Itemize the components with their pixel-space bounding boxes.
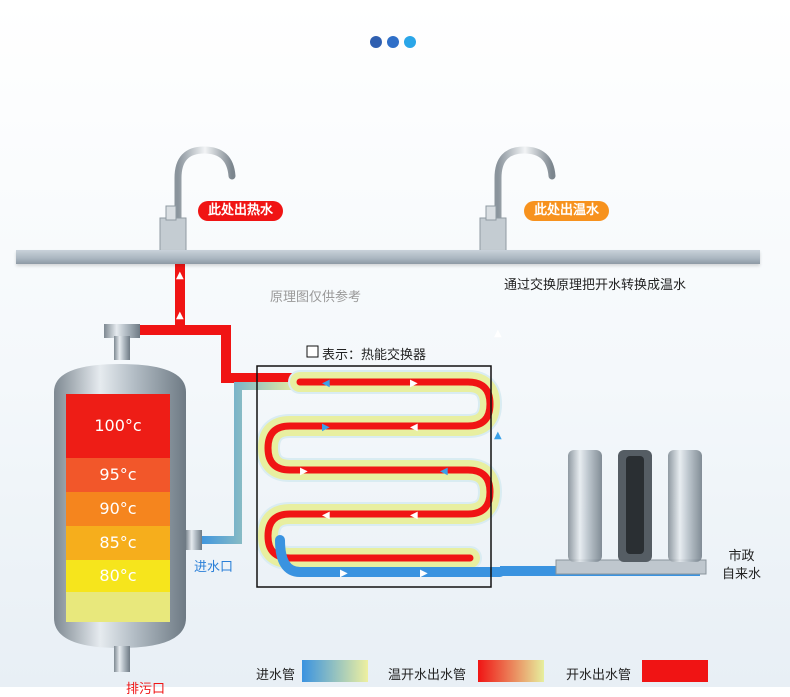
svg-text:◀: ◀ <box>322 510 330 521</box>
svg-text:◀: ◀ <box>440 466 448 477</box>
temp-band-label: 85°c <box>99 533 137 552</box>
temp-band-label: 100°c <box>94 416 142 435</box>
svg-text:▶: ▶ <box>322 422 330 433</box>
carousel-dot[interactable] <box>404 36 416 48</box>
inlet-pipe <box>198 382 300 544</box>
legend-inlet-label: 进水管 <box>256 668 296 683</box>
warm-faucet <box>479 146 556 253</box>
legend-boil-swatch <box>642 660 708 682</box>
svg-text:▲: ▲ <box>494 328 502 339</box>
temp-band-label: 90°c <box>99 499 137 518</box>
svg-text:▶: ▶ <box>340 568 348 579</box>
svg-text:▲: ▲ <box>494 430 502 441</box>
filter-unit <box>555 450 707 575</box>
legend: 进水管 温开水出水管 开水出水管 <box>256 660 726 684</box>
reference-note: 原理图仅供参考 <box>270 290 362 305</box>
carousel-dot[interactable] <box>387 36 399 48</box>
hot-water-label: 此处出热水 <box>198 201 284 221</box>
svg-text:▲: ▲ <box>176 310 184 321</box>
svg-text:▶: ▶ <box>410 378 418 389</box>
flow-arrows: ◀ ▶ ▶ ◀ ▶ ◀ ◀ ◀ ▶ ▶ ▲ ▲ ▲ ▲ <box>176 270 502 579</box>
warm-water-label: 此处出温水 <box>524 201 610 221</box>
svg-text:▶: ▶ <box>300 466 308 477</box>
carousel-dot[interactable] <box>370 36 382 48</box>
city-water-line-2: 自来水 <box>722 567 762 582</box>
svg-text:▶: ▶ <box>420 568 428 579</box>
exchanger-legend-box <box>306 345 319 358</box>
legend-inlet-swatch <box>302 660 368 682</box>
legend-boil-label: 开水出水管 <box>566 668 632 683</box>
temp-band-label: 80°c <box>99 566 137 585</box>
temp-band-label: 95°c <box>99 465 137 484</box>
legend-warm-label: 温开水出水管 <box>388 668 467 683</box>
svg-text:◀: ◀ <box>410 510 418 521</box>
heat-exchanger-coil <box>256 370 505 577</box>
exchanger-frame <box>256 365 492 588</box>
boil-water-pipe <box>175 264 300 383</box>
exchange-principle-text: 通过交换原理把开水转换成温水 <box>504 278 687 293</box>
carousel-dots <box>370 36 416 48</box>
svg-text:◀: ◀ <box>322 378 330 389</box>
countertop <box>16 250 760 264</box>
inlet-label: 进水口 <box>194 560 234 575</box>
drain-label: 排污口 <box>126 682 166 697</box>
city-water-line-1: 市政 <box>728 549 755 564</box>
exchanger-legend-text: 表示：热能交换器 <box>322 348 427 363</box>
tank-temperature-bands: 100°c 95°c 90°c 85°c 80°c <box>66 394 170 622</box>
svg-text:▲: ▲ <box>176 270 184 281</box>
city-water-label: 市政 自来水 <box>722 548 761 584</box>
legend-warm-swatch <box>478 660 544 682</box>
svg-text:◀: ◀ <box>410 422 418 433</box>
